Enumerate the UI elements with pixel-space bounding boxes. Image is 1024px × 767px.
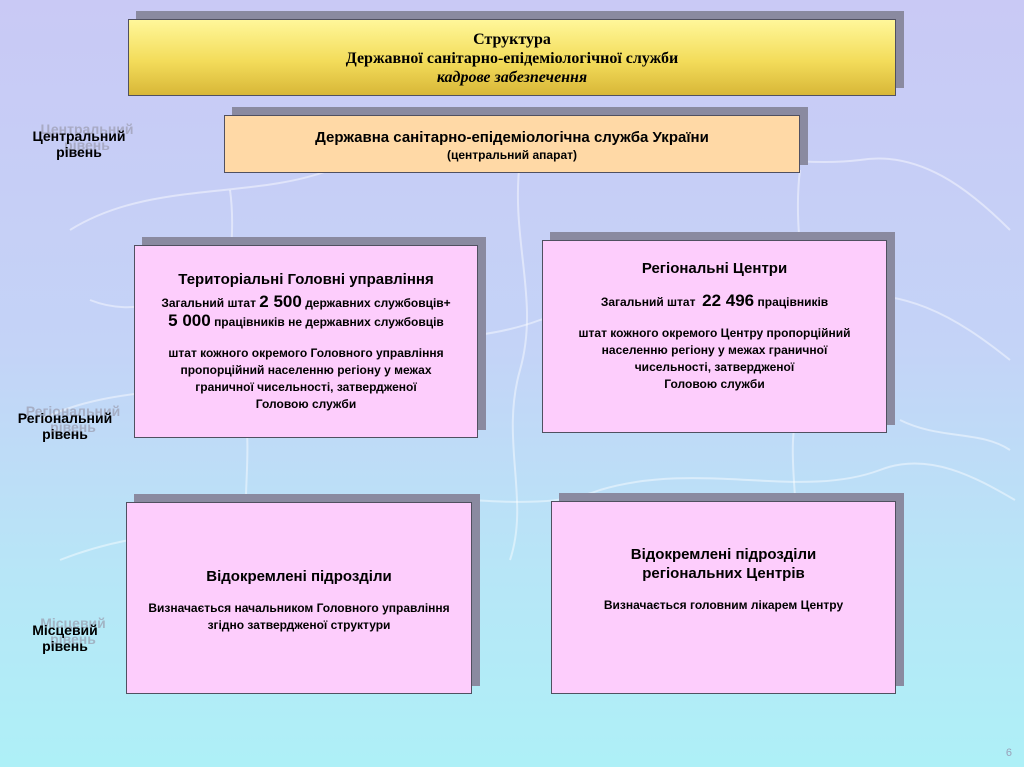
territorial-box-title: Територіальні Головні управління [178,271,434,288]
central-apparatus-box: Державна санітарно-епідеміологічна служб… [224,115,800,173]
local-center-units-title-1: Відокремлені підрозділи [630,546,817,563]
territorial-staff-line: Загальний штат 2 500 державних службовці… [161,292,451,311]
central-box-subtitle: (центральний апарат) [447,148,577,162]
territorial-directorates-box: Територіальні Головні управління Загальн… [134,245,478,438]
local-units-desc-2: згідно затвердженої структури [207,618,391,632]
title-line-1: Структура [473,31,551,48]
regional-centers-box: Регіональні Центри Загальний штат 22 496… [542,240,887,433]
level-label-regional-line1: Регіональний [17,410,113,426]
local-units-box: Відокремлені підрозділи Визначається нач… [126,502,472,694]
local-center-units-desc: Визначається головним лікарем Центру [603,598,844,612]
territorial-desc-3: граничної чисельності, затвердженої [195,380,417,394]
territorial-nonstaff-line: 5 000 працівників не державних службовці… [168,311,444,330]
local-units-title: Відокремлені підрозділи [206,568,392,585]
level-label-local-line1: Місцевий [32,622,98,638]
central-box-title: Державна санітарно-епідеміологічна служб… [315,129,709,146]
level-label-regional-line2: рівень [42,426,88,442]
regional-desc-2: населенню регіону у межах граничної [601,343,828,357]
regional-desc-1: штат кожного окремого Центру пропорційни… [578,326,851,340]
local-units-desc-1: Визначається начальником Головного управ… [148,601,450,615]
regional-desc-4: Головою служби [664,377,765,391]
territorial-desc-4: Головою служби [255,397,357,411]
level-label-central-line1: Центральний [32,128,126,144]
level-label-local-line2: рівень [42,638,88,654]
title-line-2: Державної санітарно-епідеміологічної слу… [345,50,679,67]
regional-box-title: Регіональні Центри [641,260,788,277]
regional-staff-number: 22 496 [702,291,755,310]
local-center-units-box: Відокремлені підрозділи регіональних Цен… [551,501,896,694]
territorial-nonstaff-number: 5 000 [168,311,211,330]
page-number: 6 [1005,747,1012,759]
regional-desc-3: чисельності, затвердженої [634,360,795,374]
local-center-units-title-2: регіональних Центрів [642,565,805,582]
regional-staff-line: Загальний штат 22 496 працівників [600,291,829,310]
territorial-desc-2: пропорційний населенню регіону у межах [180,363,432,377]
title-box: Структура Державної санітарно-епідеміоло… [128,19,896,96]
level-label-central-line2: рівень [56,144,102,160]
title-line-3: кадрове забезпечення [436,69,588,86]
territorial-desc-1: штат кожного окремого Головного управлін… [168,346,444,360]
territorial-staff-number: 2 500 [259,292,302,311]
